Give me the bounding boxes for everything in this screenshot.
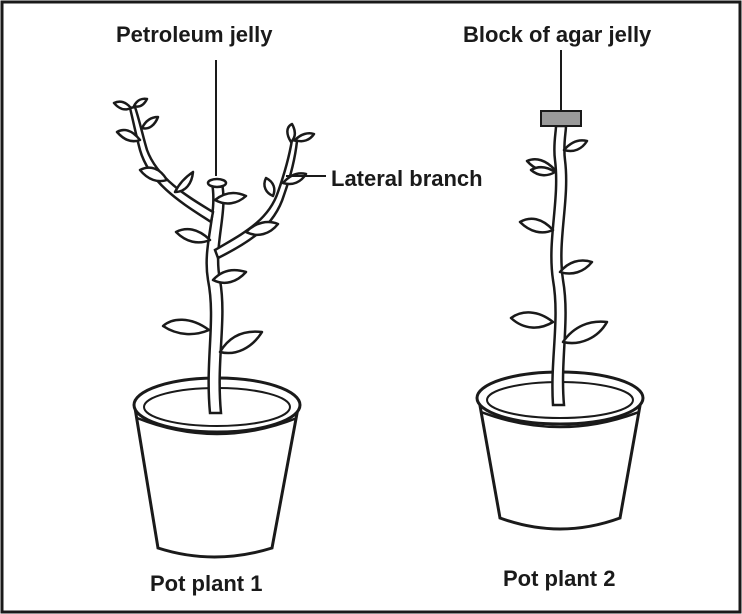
plant-1-leaf [161,318,211,336]
pot-plant-2-caption: Pot plant 2 [503,566,616,591]
petroleum-jelly-label: Petroleum jelly [116,22,273,47]
plant-1-leaf [213,191,248,205]
pot-2-body [477,399,643,531]
plant-1-leaf [211,268,248,284]
plant-1-leaf [138,166,169,183]
plant-1-leaf [286,122,297,144]
block-of-agar-jelly-label: Block of agar jelly [463,22,652,47]
plant-1-leaf [115,128,142,143]
pot-1-body [133,407,300,559]
plant-2-leaf [562,139,589,153]
agar-jelly-block [540,110,582,127]
lateral-branch-label: Lateral branch [331,166,483,191]
plant-1-leaf [140,115,160,130]
pot-plant-1 [112,60,326,559]
plant-2-leaf [558,259,594,275]
plant-1-leaf [173,170,195,194]
plant-1-leaf [112,100,133,111]
plant-2-leaf [509,311,555,329]
petroleum-jelly-cap [206,177,228,189]
plant-1-leaf [174,227,212,244]
plant-1-leaf [263,176,276,198]
plant-1-left-lateral-branch [128,105,215,225]
plant-2-leaf [529,166,557,177]
plant-1-leaf [244,220,280,236]
pot-plant-1-caption: Pot plant 1 [150,571,263,596]
plant-2-leaf [518,217,555,234]
pot-plant-2 [475,50,645,531]
plant-1-leaf [293,132,316,143]
plant-1-leaf [132,97,149,108]
plant-1-leaf [218,330,264,355]
plant-2-leaf [561,320,609,345]
